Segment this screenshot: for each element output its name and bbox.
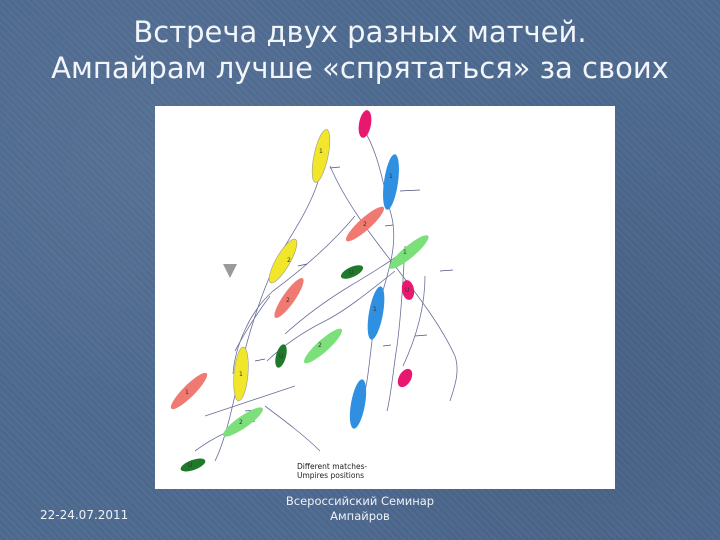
boat-label: U [188,462,192,469]
footer-event-line-2: Ампайров [330,509,390,523]
tick-mark [399,189,421,192]
boat-label: 2 [239,419,243,426]
track-line [232,215,356,375]
boat-magenta [358,110,372,138]
boat-darkgreen [340,265,364,279]
boat-label: 1 [373,306,377,313]
boat-label: 1 [389,173,393,180]
boat-green [223,407,263,437]
umpire-marker-icon [223,264,237,278]
title-line-1: Встреча двух разных матчей. [133,15,587,49]
caption-line-1: Different matches- [297,462,368,471]
footer-event: Всероссийский Семинар Ампайров [260,494,460,524]
track-line [264,405,321,452]
track-line [359,127,395,407]
slide-title: Встреча двух разных матчей. Ампайрам луч… [0,14,720,86]
boat-blue [383,154,399,210]
caption-line-2: Umpires positions [297,471,365,480]
boat-salmon [345,206,385,242]
boat-blue [367,286,385,340]
boat-label: U [349,269,353,276]
tick-mark [254,358,266,362]
boat-label: 1 [239,371,243,378]
track-line [234,295,271,352]
boat-label: 2 [286,297,290,304]
boat-label-group: 1 2 1 2 U U 1 2 U U 1 1 2 1 2 [185,148,409,469]
boat-green [303,328,343,364]
title-line-2: Ампайрам лучше «спрятаться» за своих [51,51,669,85]
boat-blue [349,379,367,429]
boat-label: 1 [403,249,407,256]
boat-magenta [401,280,415,300]
diagram-svg: 1 2 1 2 U U 1 2 U U 1 1 2 1 2 [170,110,458,472]
boat-label: 2 [287,257,291,264]
tick-mark [414,334,428,337]
tick-mark [329,166,341,169]
boat-label: 1 [319,148,323,155]
footer-date: 22-24.07.2011 [40,508,129,522]
boat-green [389,235,429,269]
boat-magenta [397,368,413,388]
boat-salmon [170,372,208,410]
boat-label: U [279,353,283,360]
boat-yellow [268,238,298,284]
match-diagram: 1 2 1 2 U U 1 2 U U 1 1 2 1 2 Different … [155,106,615,489]
track-lines [194,127,458,462]
tick-mark [384,224,394,227]
boat-label: 2 [363,221,367,228]
boat-darkgreen [275,344,287,368]
boats [170,110,429,472]
tick-mark [297,263,308,267]
track-line [386,245,406,412]
tick-mark [382,344,392,347]
boat-label: 2 [318,342,322,349]
boat-label: U [405,287,409,294]
tick-marks [244,166,454,412]
boat-yellow [233,346,249,402]
footer-event-line-1: Всероссийский Семинар [285,494,435,508]
boat-label: 1 [185,389,189,396]
diagram-caption: Different matches- Umpires positions [297,462,367,480]
track-line [402,275,426,367]
track-line [329,165,458,402]
tick-mark [439,269,454,272]
track-line [204,385,296,417]
boat-salmon [274,278,304,318]
boat-darkgreen [180,458,206,472]
boat-yellow [311,129,331,183]
track-line [214,135,324,462]
